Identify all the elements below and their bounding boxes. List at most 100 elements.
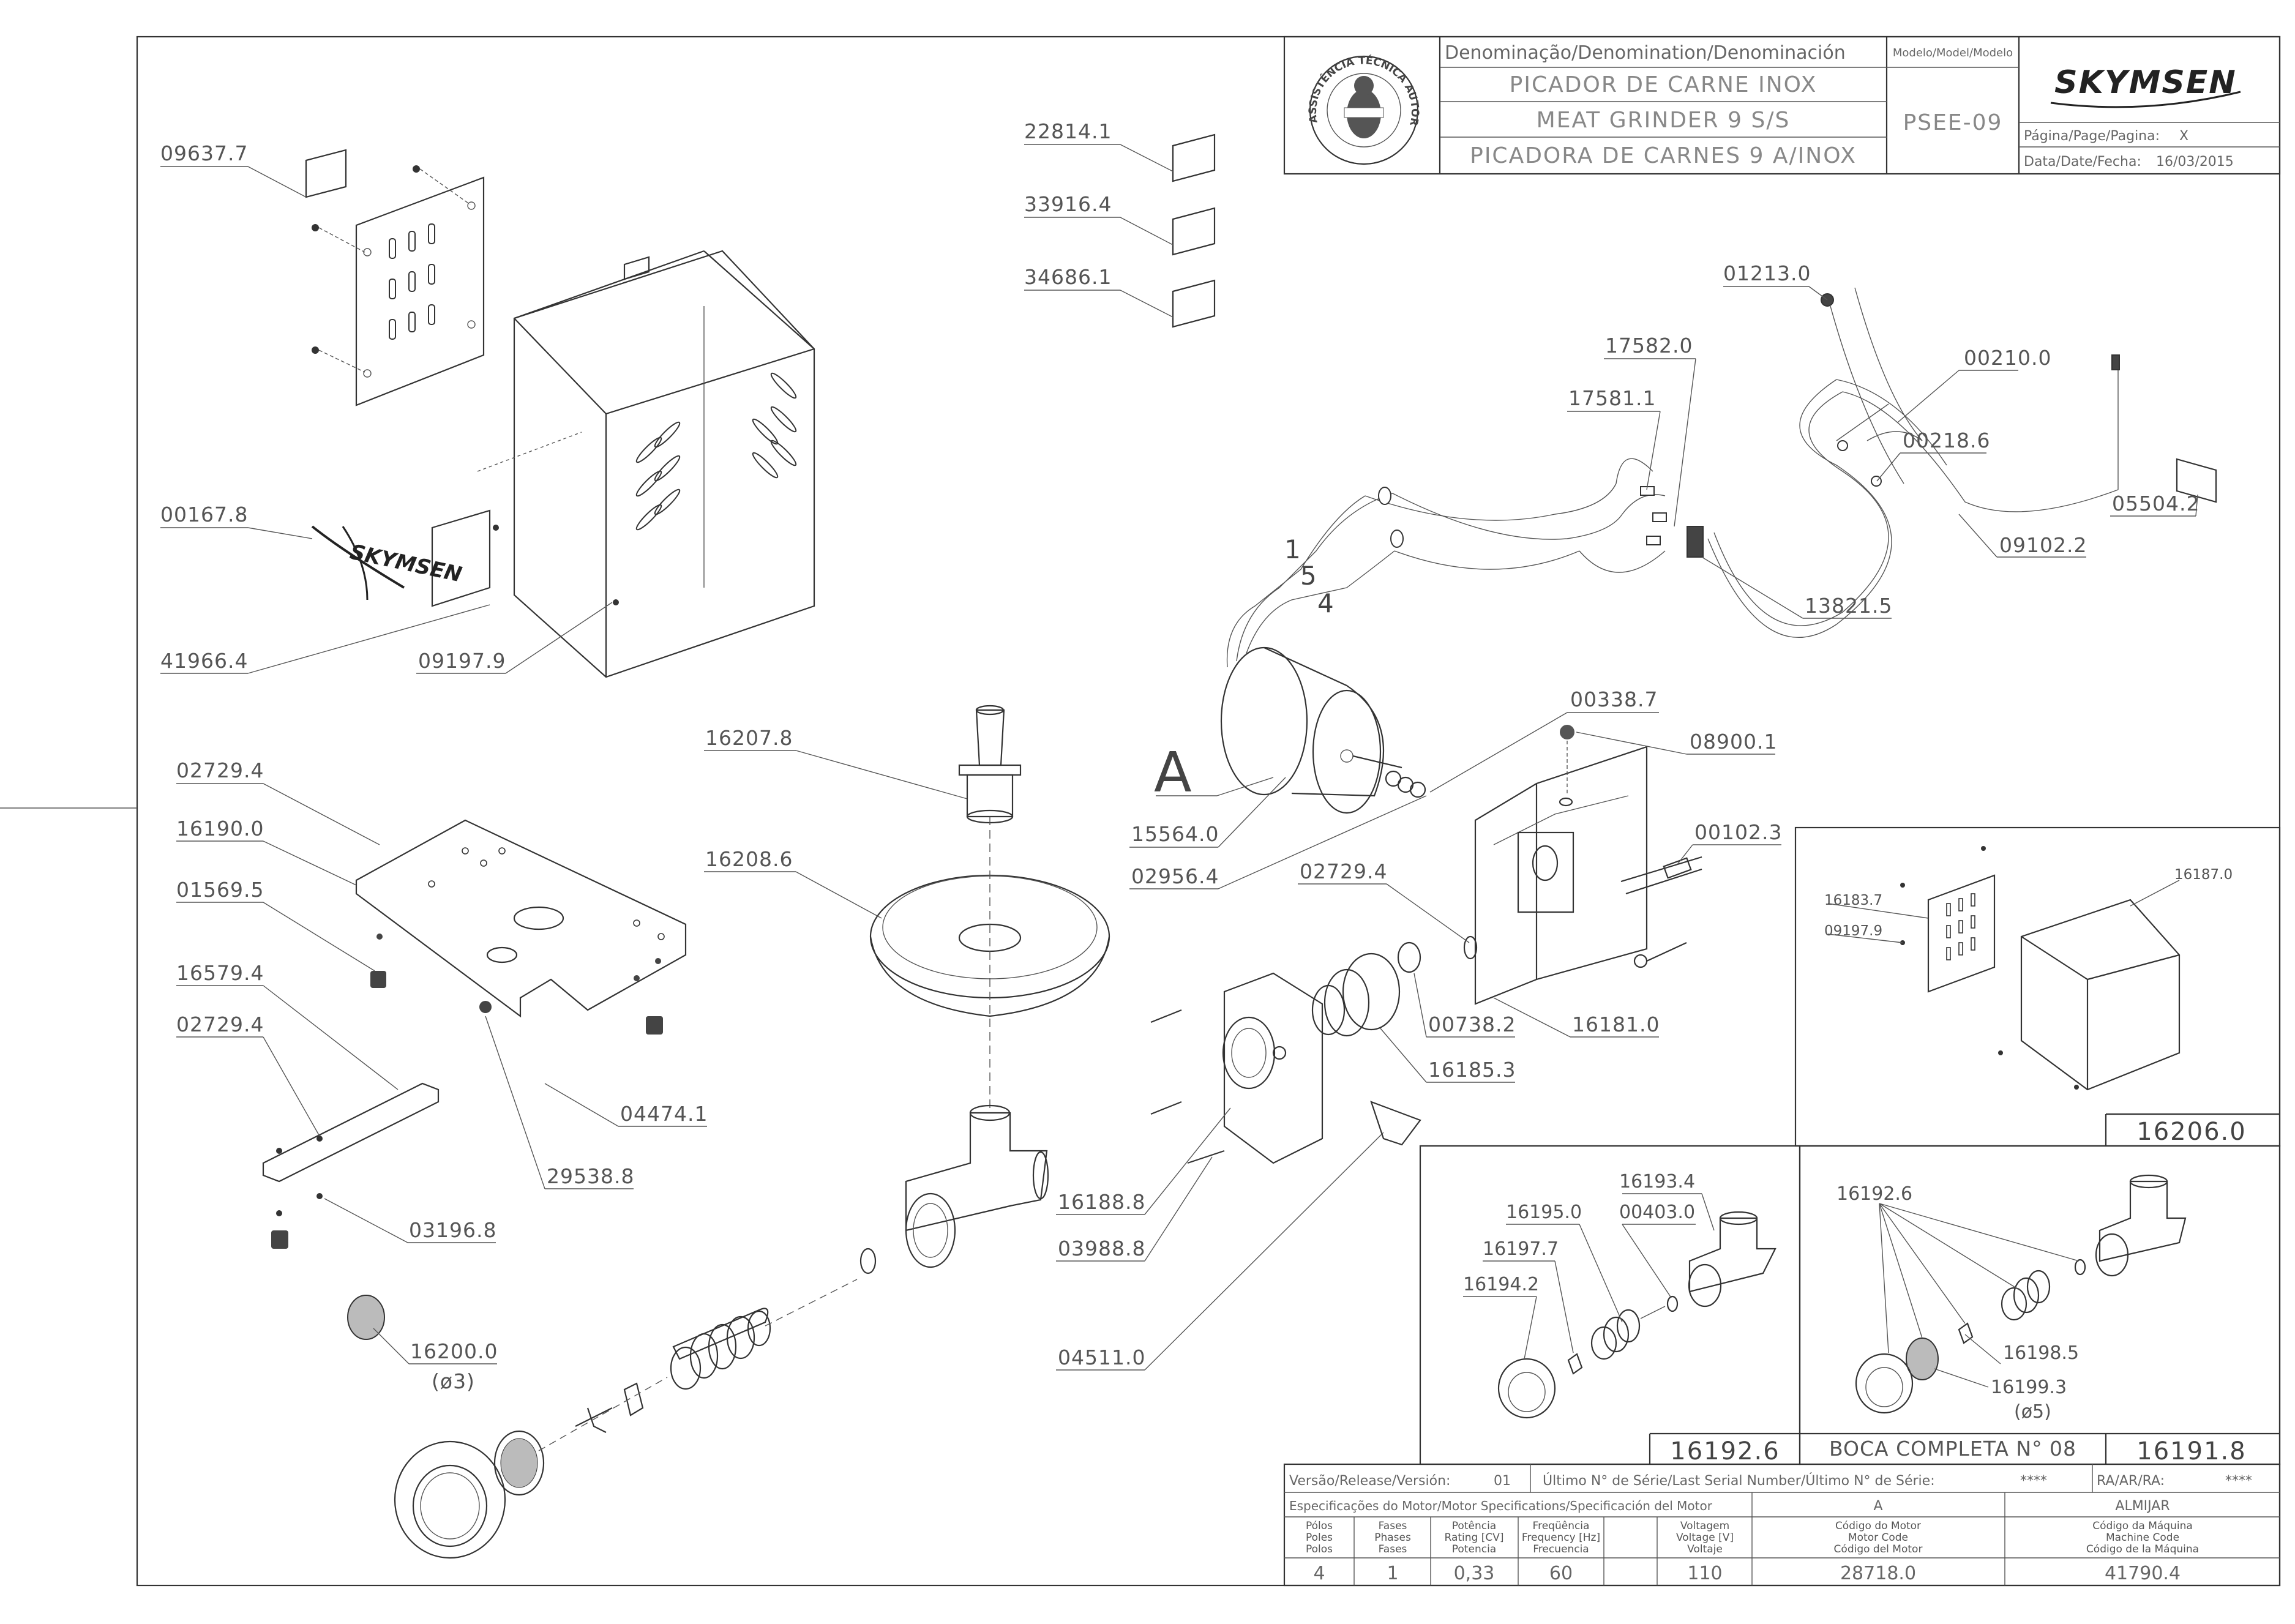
plate-3mm <box>347 1295 385 1340</box>
part-label: 00167.8 <box>160 503 248 526</box>
part-label: 01213.0 <box>1723 261 1811 285</box>
inset-a-label: 09197.9 <box>1824 923 1882 939</box>
brand-logo: SKYMSEN <box>2050 64 2241 108</box>
svg-text:110: 110 <box>1687 1563 1722 1584</box>
svg-text:1: 1 <box>1387 1563 1398 1584</box>
product-name-pt: PICADOR DE CARNE INOX <box>1510 72 1818 97</box>
part-label: 16207.8 <box>705 726 793 750</box>
cover-housing <box>477 250 815 678</box>
seal-text: ASSISTÊNCIA TÉCNICA AUTORIZADA <box>0 0 1421 127</box>
ring-nut <box>394 1440 506 1559</box>
inset-c-label: (ø5) <box>2014 1401 2051 1423</box>
inset-b-label: 16193.4 <box>1619 1171 1695 1192</box>
svg-text:Potencia: Potencia <box>1452 1543 1496 1555</box>
authorized-service-seal: ASSISTÊNCIA TÉCNICA AUTORIZADA <box>0 0 1421 165</box>
part-label: 16208.6 <box>705 847 793 871</box>
model-header: Modelo/Model/Modelo <box>1893 47 2013 59</box>
gearbox-housing <box>1463 725 1702 1005</box>
inset-a-label: 16183.7 <box>1824 892 1882 908</box>
svg-text:Freqüência: Freqüência <box>1533 1520 1590 1532</box>
part-label: 13821.5 <box>1805 594 1892 618</box>
section-letter-a: A <box>1154 741 1192 805</box>
title-block: ASSISTÊNCIA TÉCNICA AUTORIZADA Denominaç… <box>0 0 2281 175</box>
part-label: 03196.8 <box>409 1218 496 1242</box>
part-label: 00210.0 <box>1964 346 2051 370</box>
part-label: 00338.7 <box>1570 687 1658 711</box>
part-label: 16188.8 <box>1058 1190 1145 1214</box>
motor-spec-label: Especificações do Motor/Motor Specificat… <box>1289 1499 1713 1513</box>
ra-value: **** <box>2225 1473 2252 1489</box>
inset-cover-kit: 16183.7 09197.9 16187.0 16206.0 <box>1794 826 2281 1147</box>
motor <box>1220 646 1426 814</box>
base-plate <box>355 819 687 1018</box>
product-name-en: MEAT GRINDER 9 S/S <box>1537 108 1791 133</box>
wire-number: 1 <box>1284 534 1301 564</box>
part-label: 03988.8 <box>1058 1237 1145 1260</box>
denomination-header: Denominação/Denomination/Denominación <box>1445 42 1846 64</box>
wire-number: 4 <box>1317 588 1334 618</box>
svg-text:Machine Code: Machine Code <box>2106 1532 2179 1544</box>
motor-column-a: A <box>1873 1499 1882 1514</box>
part-label: 02729.4 <box>1300 859 1387 883</box>
part-label: 09102.2 <box>1999 533 2087 557</box>
drawing-frame <box>136 36 2281 1587</box>
part-label: 09637.7 <box>160 141 248 165</box>
date-value: 16/03/2015 <box>2156 154 2234 170</box>
spec-headers: Pólos Poles Polos Fases Phases Fases Pot… <box>1306 1520 2199 1555</box>
svg-text:Frequency [Hz]: Frequency [Hz] <box>1522 1532 1600 1544</box>
part-label: 04474.1 <box>620 1102 708 1126</box>
page-value: X <box>2179 129 2188 144</box>
wire-number: 5 <box>1300 561 1317 591</box>
svg-text:Phases: Phases <box>1374 1532 1411 1544</box>
svg-text:Potência: Potência <box>1452 1520 1496 1532</box>
part-label: 41966.4 <box>160 649 248 673</box>
serial-value: **** <box>2020 1473 2047 1489</box>
inset-b-code: 16192.6 <box>1670 1437 1780 1465</box>
part-label: 29538.8 <box>547 1164 634 1188</box>
knife-and-plate <box>493 1377 668 1496</box>
sticker-icons <box>305 133 2217 607</box>
inset-c-label: 16192.6 <box>1836 1183 1912 1205</box>
svg-text:Voltagem: Voltagem <box>1680 1520 1729 1532</box>
svg-text:Pólos: Pólos <box>1306 1520 1333 1532</box>
svg-text:Frecuencia: Frecuencia <box>1533 1543 1589 1555</box>
part-label: 01569.5 <box>176 878 264 902</box>
serial-label: Último N° de Série/Last Serial Number/Úl… <box>1543 1473 1935 1489</box>
svg-text:Código de la Máquina: Código de la Máquina <box>2086 1543 2199 1555</box>
part-label-note: (ø3) <box>432 1369 475 1393</box>
skymsen-logo-decal: SKYMSEN <box>311 525 464 601</box>
ra-label: RA/AR/RA: <box>2097 1473 2165 1489</box>
wiring-harness <box>1226 287 2119 668</box>
version-label: Versão/Release/Versión: <box>1289 1473 1450 1489</box>
spec-values: 4 1 0,33 60 110 28718.0 41790.4 <box>1313 1563 2181 1584</box>
svg-text:4: 4 <box>1313 1563 1325 1584</box>
part-label: 00218.6 <box>1903 428 1990 452</box>
date-label: Data/Date/Fecha: <box>2024 154 2141 170</box>
part-label: 16190.0 <box>176 817 264 840</box>
almijar-column: ALMIJAR <box>2115 1499 2170 1514</box>
part-label: 34686.1 <box>1024 265 1112 289</box>
part-label: 00738.2 <box>1428 1012 1516 1036</box>
svg-text:Fases: Fases <box>1379 1543 1407 1555</box>
part-label: 33916.4 <box>1024 192 1112 216</box>
part-label: 17581.1 <box>1568 386 1656 410</box>
svg-text:Rating [CV]: Rating [CV] <box>1445 1532 1504 1544</box>
part-label: 00102.3 <box>1694 820 1782 844</box>
page-label: Página/Page/Pagina: <box>2024 129 2160 144</box>
part-label: 02956.4 <box>1131 864 1219 888</box>
product-name-es: PICADORA DE CARNES 9 A/INOX <box>1470 143 1857 168</box>
svg-text:Voltaje: Voltaje <box>1687 1543 1723 1555</box>
svg-text:28718.0: 28718.0 <box>1840 1563 1916 1584</box>
rear-panel <box>312 165 485 406</box>
svg-text:Polos: Polos <box>1306 1543 1333 1555</box>
svg-text:Código do Motor: Código do Motor <box>1835 1520 1921 1532</box>
part-label: 02729.4 <box>176 758 264 782</box>
inset-b-label: 16194.2 <box>1463 1274 1539 1295</box>
svg-text:Poles: Poles <box>1306 1532 1333 1544</box>
part-label: 09197.9 <box>418 649 506 673</box>
inset-b-label: 16197.7 <box>1483 1238 1559 1260</box>
version-value: 01 <box>1494 1473 1511 1489</box>
part-labels: 09637.7 22814.1 33916.4 34686.1 01213.0 … <box>160 119 2199 1393</box>
motor-spec-table: Versão/Release/Versión: 01 Último N° de … <box>1283 1463 2281 1587</box>
part-label: 04511.0 <box>1058 1345 1145 1369</box>
